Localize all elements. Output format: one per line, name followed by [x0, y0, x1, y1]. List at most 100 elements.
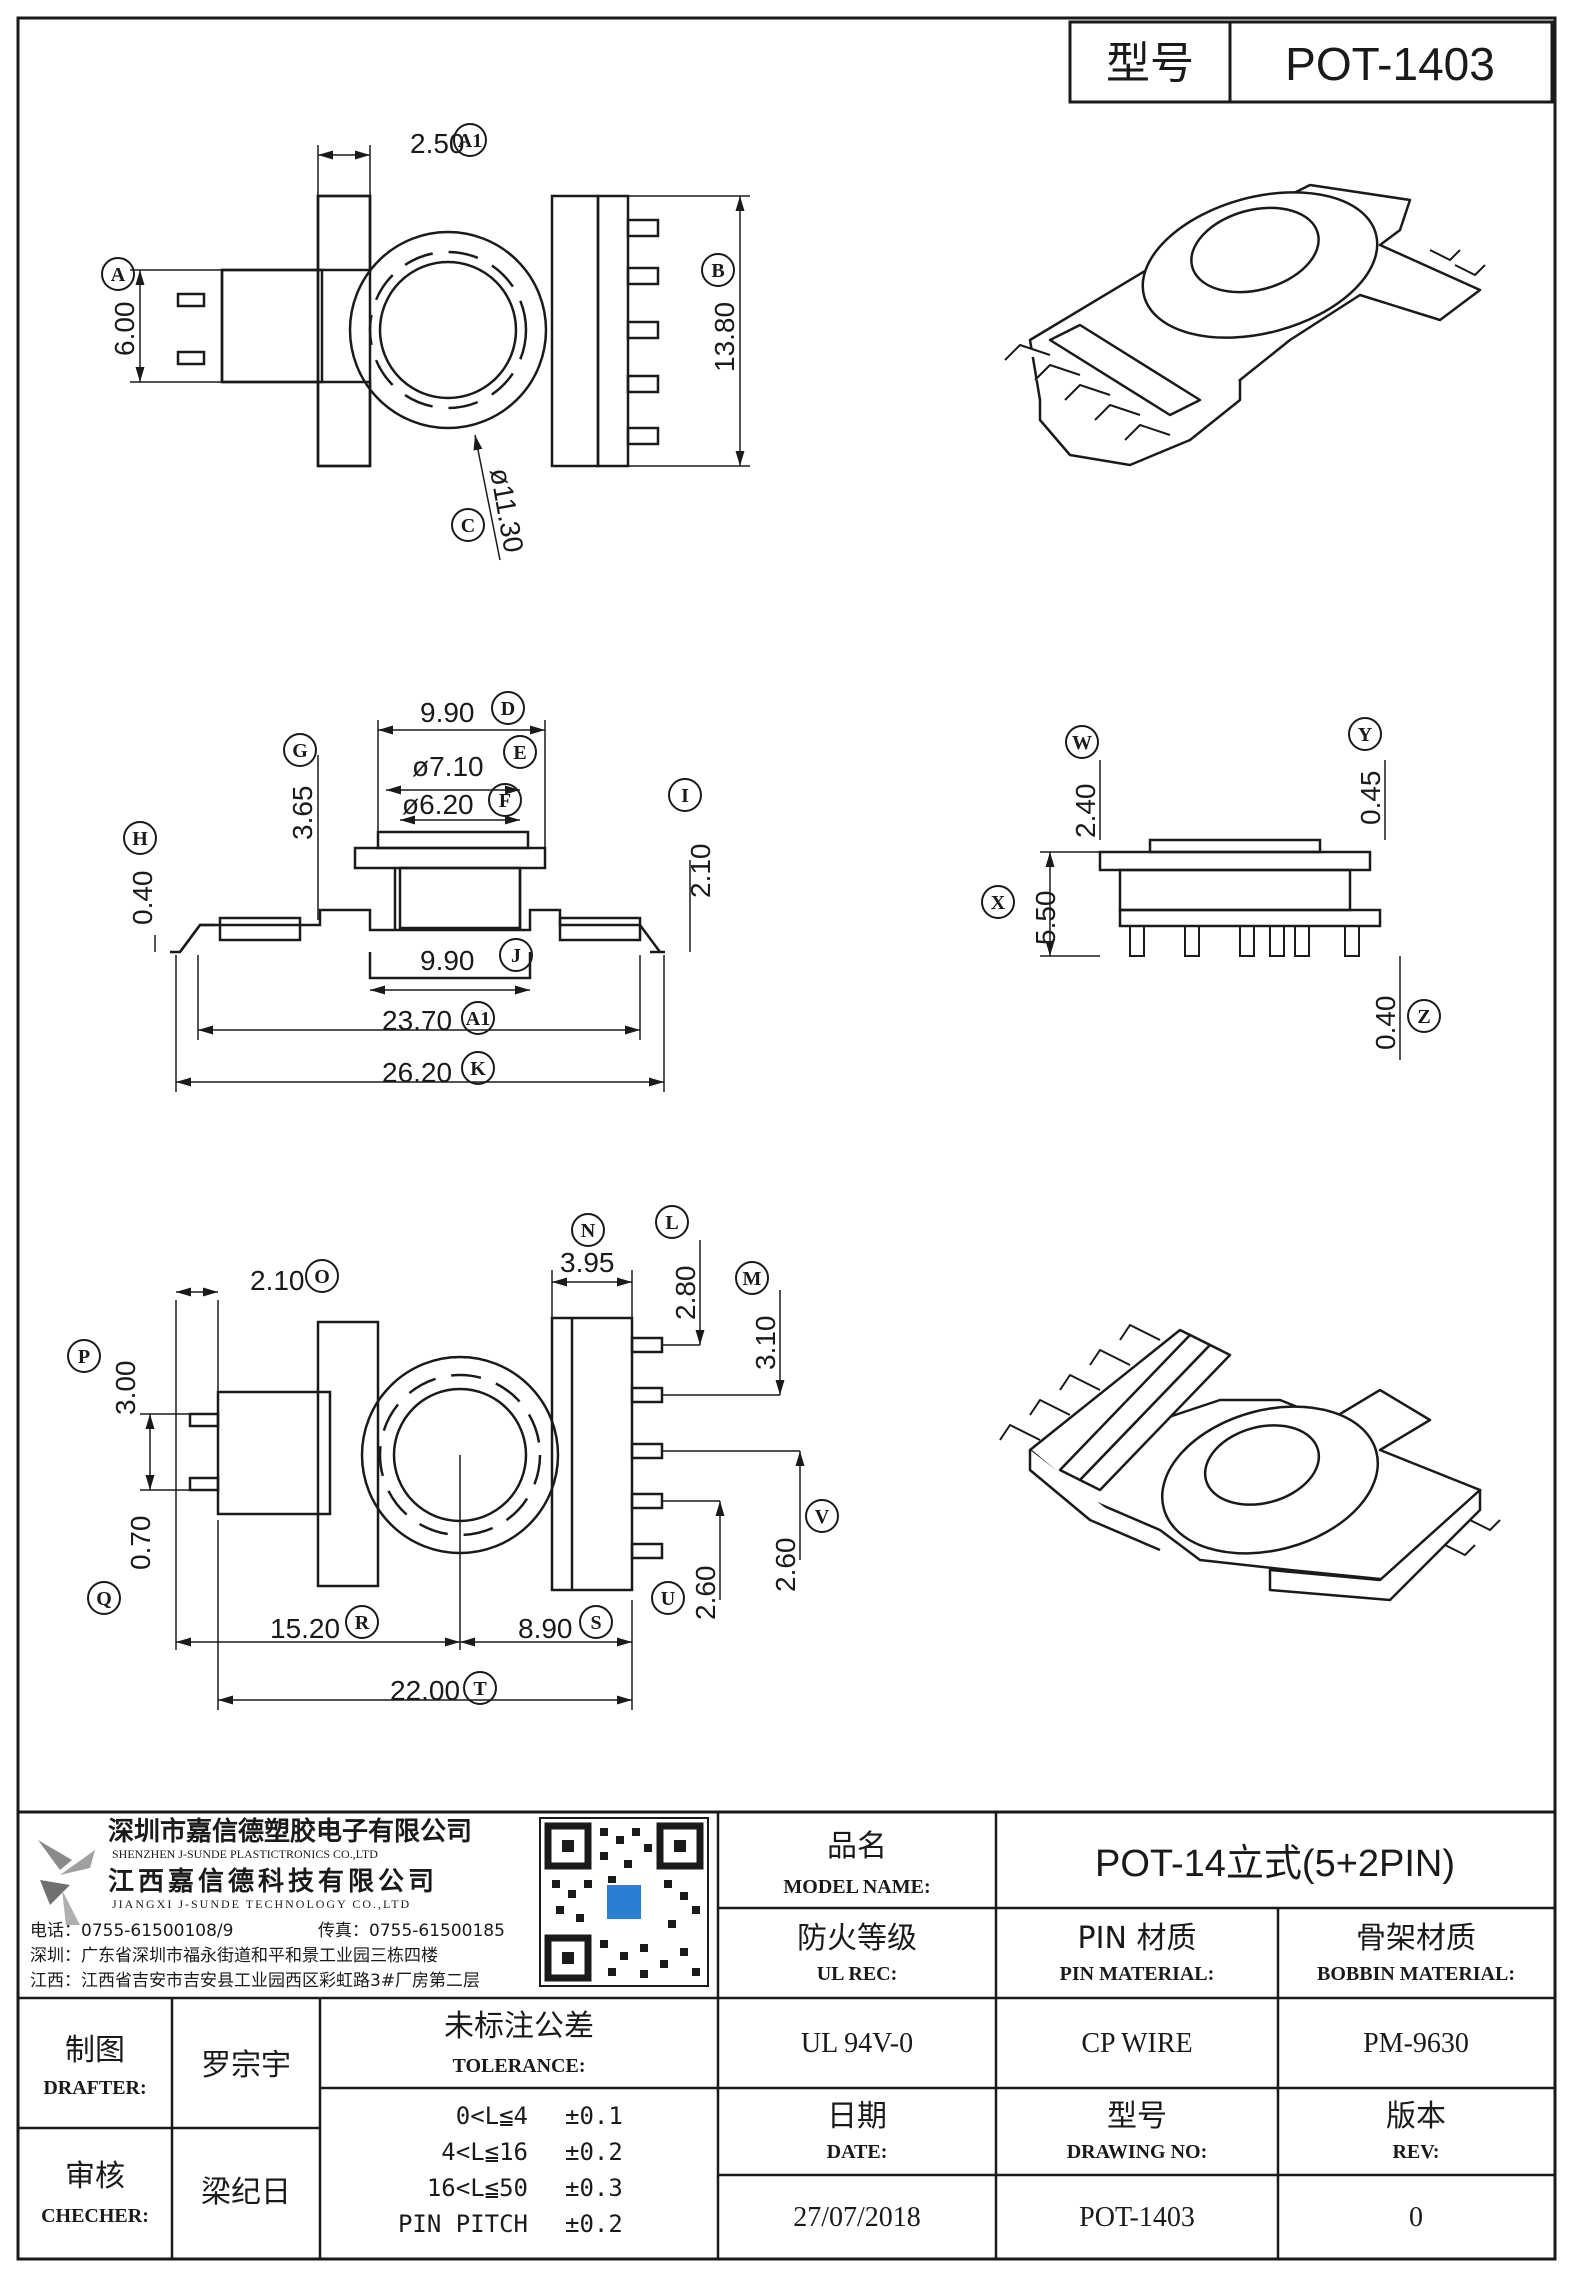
svg-text:15.20: 15.20: [270, 1613, 340, 1644]
date-value: 27/07/2018: [793, 2202, 921, 2233]
tolerance-value: ±0.3: [565, 2174, 623, 2202]
svg-text:Z: Z: [1417, 1006, 1430, 1028]
ul-value: UL 94V-0: [801, 2028, 913, 2059]
model-name-label-cn: 品名: [827, 1829, 887, 1864]
drawing-no-value: POT-1403: [1079, 2202, 1195, 2233]
svg-text:G: G: [292, 740, 308, 762]
svg-text:H: H: [132, 828, 148, 850]
svg-text:D: D: [501, 698, 515, 720]
svg-text:22.00: 22.00: [390, 1675, 460, 1706]
bobbin-material-label-cn: 骨架材质: [1356, 1921, 1476, 1956]
svg-text:F: F: [499, 790, 511, 812]
date-label-cn: 日期: [827, 2099, 887, 2134]
tolerance-label-en: TOLERANCE:: [453, 2055, 586, 2077]
tolerance-label-cn: 未标注公差: [444, 2009, 594, 2044]
svg-text:T: T: [473, 1678, 487, 1700]
side-view: [170, 830, 665, 980]
svg-text:S: S: [590, 1612, 601, 1634]
svg-text:9.90: 9.90: [420, 945, 475, 976]
svg-text:5.50: 5.50: [1030, 891, 1061, 946]
checker-label-en: CHECHER:: [41, 2205, 149, 2227]
svg-text:A1: A1: [458, 130, 482, 152]
svg-text:X: X: [991, 892, 1006, 914]
drafter-value: 罗宗宇: [201, 2048, 291, 2083]
svg-text:N: N: [581, 1220, 596, 1242]
date-label-en: DATE:: [827, 2141, 888, 2163]
svg-text:26.20: 26.20: [382, 1057, 452, 1088]
top-view: [176, 194, 660, 468]
bobbin-material-label-en: BOBBIN MATERIAL:: [1317, 1963, 1515, 1985]
drawing-no-label-en: DRAWING NO:: [1067, 2141, 1208, 2163]
svg-text:3.65: 3.65: [287, 786, 318, 841]
top-view-dims: [130, 145, 750, 561]
rev-value: 0: [1409, 2202, 1423, 2233]
bottom-view-dim-text: 2.10 O 3.95 N 2.80 L 3.10 M 3.00 P 0.70 …: [67, 1205, 839, 1706]
pin-material-label-cn: PIN 材质: [1078, 1921, 1197, 1956]
svg-text:13.80: 13.80: [709, 302, 740, 372]
svg-text:R: R: [355, 1612, 370, 1634]
model-name-label-en: MODEL NAME:: [783, 1876, 930, 1898]
title-block: [18, 1810, 1555, 2259]
company-fax: 传真：0755-61500185: [318, 1921, 505, 1941]
tolerance-table: 0<L≦4 ±0.1 4<L≦16 ±0.2 16<L≦50 ±0.3 PIN …: [398, 2102, 623, 2238]
svg-text:0.45: 0.45: [1355, 771, 1386, 826]
svg-text:2.80: 2.80: [670, 1266, 701, 1321]
svg-text:O: O: [314, 1266, 330, 1288]
svg-text:B: B: [711, 260, 724, 282]
svg-text:ø6.20: ø6.20: [402, 789, 474, 820]
svg-text:ø7.10: ø7.10: [412, 751, 484, 782]
top-view-dim-text: 2.50 A1 6.00 A 13.80 B ø11.30 C: [101, 123, 740, 555]
rev-label-cn: 版本: [1386, 2099, 1446, 2134]
tolerance-range: 0<L≦4: [456, 2102, 528, 2130]
svg-text:2.40: 2.40: [1070, 784, 1101, 839]
svg-text:0.40: 0.40: [127, 871, 158, 926]
svg-text:P: P: [78, 1346, 90, 1368]
checker-value: 梁纪日: [201, 2175, 291, 2210]
svg-text:K: K: [470, 1058, 486, 1080]
title-block-text: 品名 MODEL NAME: POT-14立式(5+2PIN) 防火等级 UL …: [41, 1829, 1515, 2238]
svg-text:9.90: 9.90: [420, 697, 475, 728]
company-block: 深圳市嘉信德塑胶电子有限公司 SHENZHEN J-SUNDE PLASTICT…: [30, 1816, 709, 1991]
end-view-dim-text: 2.40 W 0.45 Y 5.50 X 0.40 Z: [981, 717, 1441, 1050]
tolerance-value: ±0.2: [565, 2210, 623, 2238]
company-name-en-2: JIANGXI J-SUNDE TECHNOLOGY CO.,LTD: [112, 1897, 411, 1911]
drafter-label-cn: 制图: [65, 2033, 125, 2068]
svg-text:A: A: [111, 264, 126, 286]
header-box: 型号 POT-1403: [1068, 20, 1554, 104]
svg-text:Q: Q: [96, 1588, 112, 1610]
company-address-shenzhen: 深圳：广东省深圳市福永街道和平和景工业园三栋四楼: [30, 1946, 438, 1966]
svg-text:2.10: 2.10: [685, 844, 716, 899]
svg-text:8.90: 8.90: [518, 1613, 573, 1644]
svg-text:2.60: 2.60: [690, 1566, 721, 1621]
company-tel: 电话：0755-61500108/9: [30, 1921, 233, 1941]
company-address-jiangxi: 江西：江西省吉安市吉安县工业园西区彩虹路3#厂房第二层: [30, 1971, 480, 1991]
svg-text:0.70: 0.70: [125, 1516, 156, 1571]
header-part-number: POT-1403: [1285, 38, 1495, 90]
tolerance-range: 16<L≦50: [427, 2174, 528, 2202]
header-label: 型号: [1106, 38, 1194, 89]
bottom-view-dims: [140, 1240, 805, 1710]
pin-material-label-en: PIN MATERIAL:: [1060, 1963, 1215, 1985]
end-view: [1098, 838, 1382, 957]
pin-material-value: CP WIRE: [1081, 2028, 1192, 2059]
qr-code: [539, 1817, 709, 1987]
svg-text:W: W: [1072, 732, 1092, 754]
model-name-value: POT-14立式(5+2PIN): [1095, 1843, 1455, 1885]
drawing-no-label-cn: 型号: [1107, 2099, 1167, 2134]
svg-text:6.00: 6.00: [109, 302, 140, 357]
company-name-cn-2: 江西嘉信德科技有限公司: [108, 1867, 438, 1897]
company-name-en-1: SHENZHEN J-SUNDE PLASTICTRONICS CO.,LTD: [112, 1847, 378, 1861]
side-view-dim-text: 9.90 D ø7.10 E ø6.20 F 3.65 G 0.40 H 2.1…: [123, 691, 716, 1088]
svg-text:I: I: [681, 785, 689, 807]
svg-text:2.60: 2.60: [770, 1538, 801, 1593]
svg-text:M: M: [743, 1268, 762, 1290]
svg-text:U: U: [661, 1588, 675, 1610]
svg-text:C: C: [461, 515, 475, 537]
svg-text:Y: Y: [1358, 724, 1373, 746]
isometric-view-top: [1004, 183, 1486, 467]
checker-label-cn: 审核: [65, 2159, 125, 2194]
svg-text:23.70: 23.70: [382, 1005, 452, 1036]
svg-text:3.95: 3.95: [560, 1247, 615, 1278]
company-logo: [38, 1840, 95, 1925]
